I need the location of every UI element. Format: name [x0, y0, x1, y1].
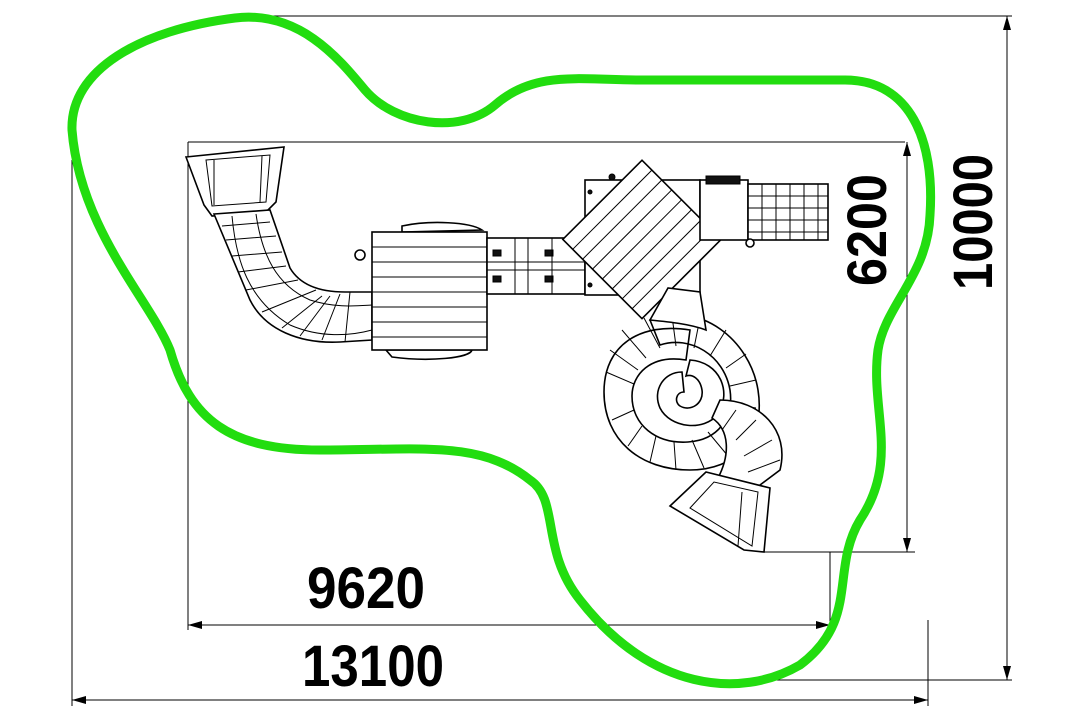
dimension-outer-width: 13100 — [302, 634, 444, 699]
dimension-outer-height: 10000 — [941, 154, 1004, 290]
dimension-inner-width: 9620 — [307, 556, 425, 621]
dimension-inner-height: 6200 — [835, 174, 898, 286]
connecting-bridge — [486, 237, 586, 295]
left-platform — [354, 221, 488, 361]
dimension-lines — [71, 15, 1012, 706]
ladder — [699, 175, 829, 248]
safety-zone-outline — [67, 12, 936, 689]
spiral-tube-slide — [603, 287, 783, 553]
left-tube-slide — [184, 146, 373, 343]
right-tower — [561, 159, 723, 320]
